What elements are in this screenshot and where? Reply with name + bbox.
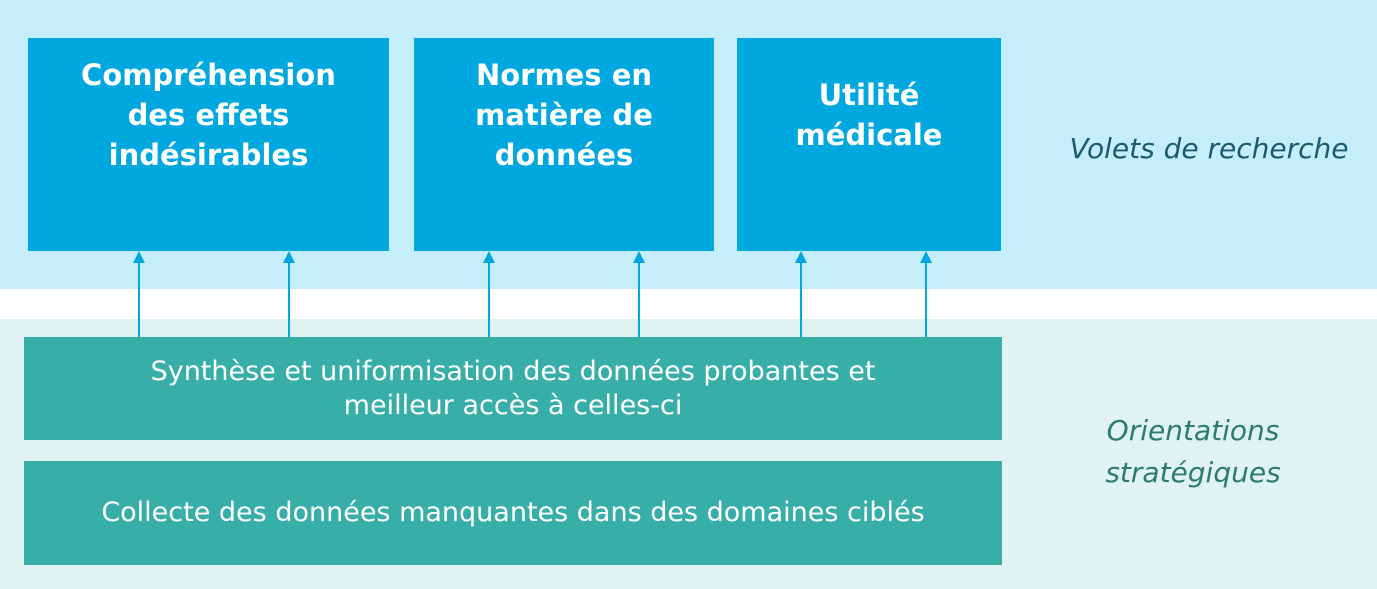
research-areas-label: Volets de recherche <box>1069 132 1349 165</box>
arrow-up-icon <box>920 251 932 337</box>
research-area-label: Compréhension des effets indésirables <box>81 57 336 172</box>
arrow-up-icon <box>483 251 495 337</box>
arrow-up-icon <box>133 251 145 337</box>
arrow-up-icon <box>633 251 645 337</box>
research-area-medical-utility: Utilité médicale <box>737 38 1001 251</box>
research-area-adverse-effects: Compréhension des effets indésirables <box>28 38 389 251</box>
orientation-data-collection: Collecte des données manquantes dans des… <box>24 461 1002 565</box>
orientation-label: Collecte des données manquantes dans des… <box>101 497 925 528</box>
orientation-label: Synthèse et uniformisation des données p… <box>150 355 876 421</box>
arrow-up-icon <box>283 251 295 337</box>
research-area-label: Normes en matière de données <box>475 57 653 172</box>
strategic-orientations-label: Orientations stratégiques <box>1105 414 1281 489</box>
research-area-data-standards: Normes en matière de données <box>414 38 714 251</box>
arrow-up-icon <box>795 251 807 337</box>
research-area-label: Utilité médicale <box>795 77 943 152</box>
orientation-evidence-synthesis: Synthèse et uniformisation des données p… <box>24 337 1002 440</box>
